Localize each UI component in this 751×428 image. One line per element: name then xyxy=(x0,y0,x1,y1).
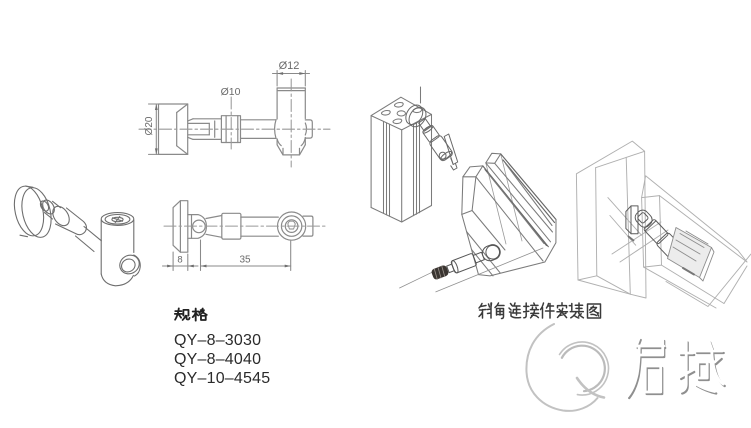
svg-text:35: 35 xyxy=(239,255,251,266)
svg-text:Ø10: Ø10 xyxy=(221,86,241,98)
svg-text:Ø12: Ø12 xyxy=(279,60,300,72)
svg-text:8: 8 xyxy=(177,255,182,266)
svg-text:Ø20: Ø20 xyxy=(144,116,155,135)
